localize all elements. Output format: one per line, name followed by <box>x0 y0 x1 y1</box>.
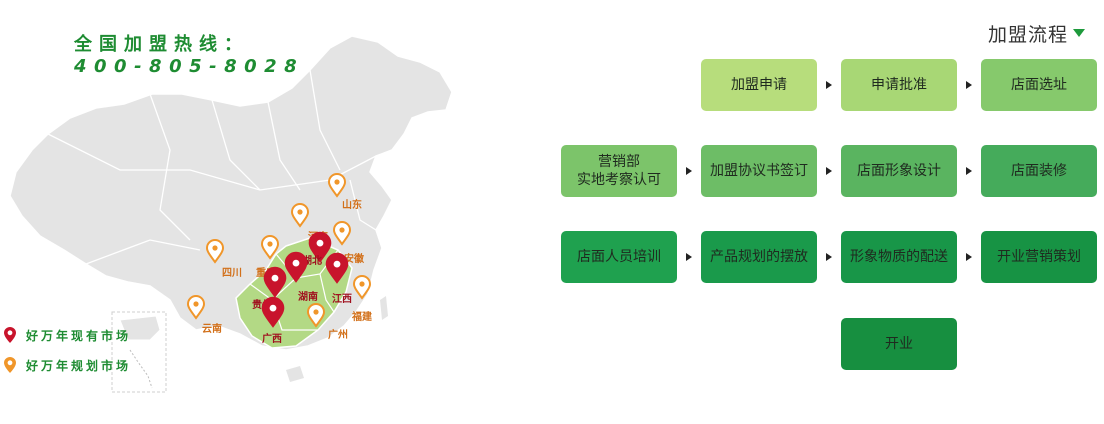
map-pin-icon-red <box>284 251 308 283</box>
hotline-label: 全国加盟热线： <box>74 34 249 55</box>
arrow-right-icon <box>966 167 972 175</box>
legend-planned-label: 好万年规划市场 <box>26 358 132 373</box>
flow-step-product-display[interactable]: 产品规划的摆放 <box>701 231 817 283</box>
city-label: 山东 <box>342 198 362 211</box>
map-pin-icon-orange <box>327 173 347 198</box>
map-pin-planned[interactable]: 福建 <box>351 275 373 323</box>
pin-dot <box>212 245 218 251</box>
arrow-right-icon <box>826 81 832 89</box>
city-label: 安徽 <box>344 252 365 265</box>
map-pin-icon-orange <box>290 203 310 228</box>
pin-dot <box>271 274 279 282</box>
map-pin-existing[interactable]: 广西 <box>261 296 285 345</box>
map-pin-icon-red <box>261 296 285 328</box>
flow-step-apply[interactable]: 加盟申请 <box>701 59 817 111</box>
arrow-right-icon <box>826 253 832 261</box>
flow-step-agreement[interactable]: 加盟协议书签订 <box>701 145 817 197</box>
map-pin-icon-orange <box>4 357 16 373</box>
pin-dot <box>267 241 273 247</box>
map-pin-icon-orange <box>260 235 280 260</box>
caret-down-icon <box>1073 29 1086 37</box>
map-pin-icon-orange <box>205 239 225 264</box>
pin-dot <box>334 179 340 185</box>
flow-step-material-delivery[interactable]: 形象物质的配送 <box>841 231 957 283</box>
city-label: 广州 <box>328 328 348 341</box>
arrow-right-icon <box>966 81 972 89</box>
pin-dot <box>269 304 277 312</box>
flow-step-grand-opening[interactable]: 开业 <box>841 318 957 370</box>
map-pin-icon-red <box>263 266 287 298</box>
pin-dot <box>333 260 341 268</box>
pin-dot <box>313 309 319 315</box>
flow-title-text: 加盟流程 <box>988 23 1069 46</box>
china-map: 山东河南安徽四川重庆云南福建广州湖北湖南贵州江西广西 <box>9 35 453 393</box>
map-pin-icon-orange <box>186 295 206 320</box>
city-label: 福建 <box>351 310 373 323</box>
arrow-right-icon <box>966 253 972 261</box>
pin-dot <box>292 259 300 267</box>
flow-title[interactable]: 加盟流程 <box>988 20 1086 46</box>
legend-existing-label: 好万年现有市场 <box>26 328 132 343</box>
flow-step-decoration[interactable]: 店面装修 <box>981 145 1097 197</box>
pin-dot <box>339 227 345 233</box>
island-east <box>380 296 388 320</box>
legend-existing: 好万年现有市场 <box>4 326 204 344</box>
city-label: 四川 <box>222 267 242 279</box>
island-south <box>286 366 304 382</box>
map-pin-planned[interactable]: 广州 <box>306 303 348 341</box>
map-pin-existing[interactable]: 湖北 <box>302 231 332 267</box>
map-pin-planned[interactable]: 四川 <box>205 239 242 279</box>
pin-dot <box>316 239 324 247</box>
arrow-right-icon <box>686 253 692 261</box>
hotline-block: 全国加盟热线： 400-805-8028 <box>74 34 374 78</box>
map-pin-planned[interactable]: 云南 <box>186 295 222 335</box>
map-pin-icon-orange <box>352 275 372 300</box>
map-pin-planned[interactable]: 安徽 <box>332 221 365 265</box>
city-label: 云南 <box>202 322 222 335</box>
city-label: 江西 <box>332 292 352 305</box>
pin-dot <box>359 281 365 287</box>
flow-step-inspection[interactable]: 营销部 实地考察认可 <box>561 145 677 197</box>
map-pin-icon-red <box>4 327 16 343</box>
hotline-phone[interactable]: 400-805-8028 <box>74 56 305 77</box>
arrow-right-icon <box>826 167 832 175</box>
flow-step-approve[interactable]: 申请批准 <box>841 59 957 111</box>
legend-planned: 好万年规划市场 <box>4 356 204 374</box>
flow-step-site-selection[interactable]: 店面选址 <box>981 59 1097 111</box>
map-pin-existing[interactable]: 江西 <box>325 252 352 305</box>
flow-step-opening-marketing[interactable]: 开业营销策划 <box>981 231 1097 283</box>
arrow-right-icon <box>686 167 692 175</box>
south-sea-inset <box>111 311 167 393</box>
map-pin-icon-orange <box>332 221 352 246</box>
city-label: 湖南 <box>298 290 318 303</box>
map-pin-icon-red <box>325 252 349 284</box>
map-pin-icon-orange <box>306 303 326 328</box>
pin-dot <box>193 301 199 307</box>
map-pin-existing[interactable]: 湖南 <box>284 251 318 303</box>
map-pin-icon-red <box>308 231 332 263</box>
flow-step-store-design[interactable]: 店面形象设计 <box>841 145 957 197</box>
flow-step-staff-training[interactable]: 店面人员培训 <box>561 231 677 283</box>
map-pin-planned[interactable]: 山东 <box>327 173 362 211</box>
pin-dot <box>297 209 303 215</box>
city-label: 广西 <box>262 332 282 345</box>
